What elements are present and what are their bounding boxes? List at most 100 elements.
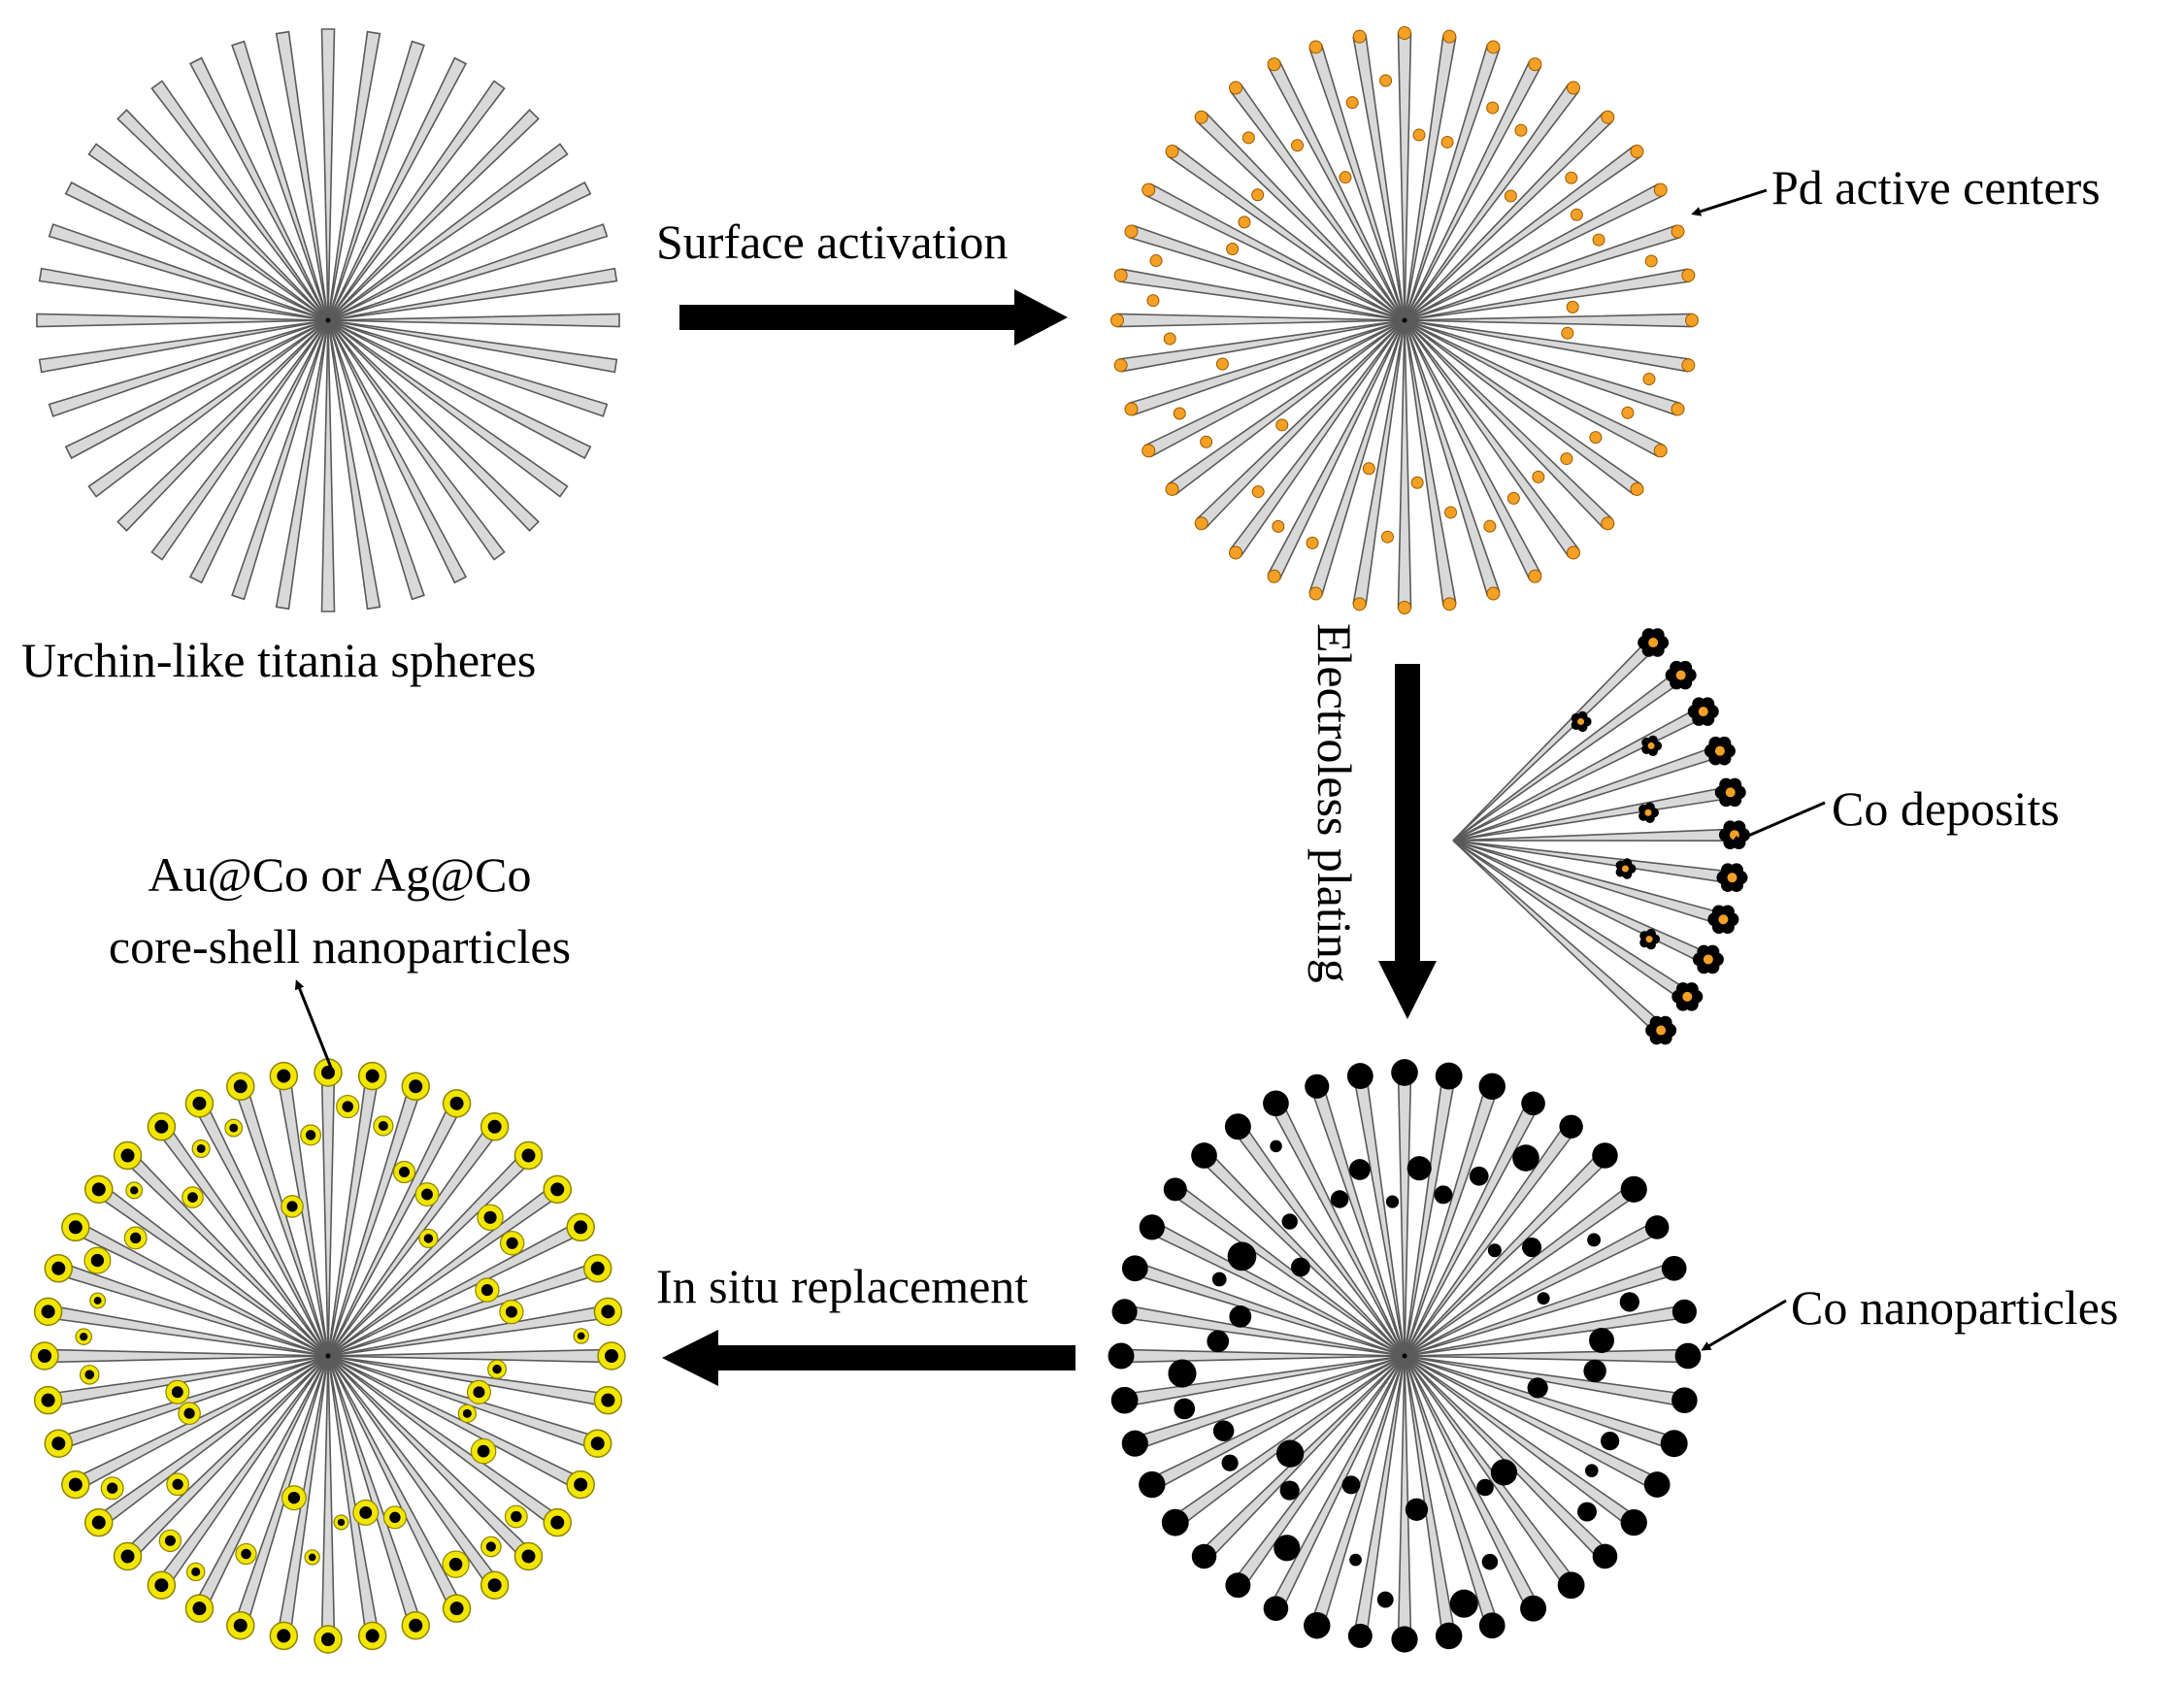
co-particle-icon — [1521, 1091, 1545, 1116]
co-particle-icon — [1225, 1572, 1251, 1599]
co-particle-icon — [1341, 1475, 1361, 1495]
titania-rod — [1404, 83, 1580, 321]
titania-rod — [38, 319, 329, 374]
pd-particle-icon — [1165, 481, 1179, 496]
co-core — [120, 1148, 135, 1163]
co-core — [409, 1079, 423, 1094]
pd-particle-icon — [1440, 135, 1454, 149]
pd-particle-icon — [1644, 254, 1658, 268]
co-particle-icon — [1449, 1589, 1478, 1618]
pd-particle-icon — [1291, 139, 1305, 152]
pointer-arrow-core-shell — [294, 979, 335, 1073]
pd-particle-icon — [1729, 830, 1739, 841]
co-core — [191, 1567, 201, 1577]
co-core — [41, 1304, 55, 1319]
pd-particle-icon — [1163, 332, 1176, 346]
pd-particle-icon — [1671, 402, 1685, 416]
co-core — [473, 1386, 485, 1399]
pd-particle-icon — [1647, 742, 1655, 749]
pd-particle-icon — [1194, 516, 1208, 531]
pd-particle-icon — [1251, 188, 1265, 202]
titania-rod — [327, 30, 381, 321]
co-core — [365, 1629, 380, 1643]
co-deposit-icon — [1615, 858, 1637, 879]
titania-rod — [327, 1121, 502, 1357]
titania-rod — [36, 313, 329, 328]
co-core — [480, 1284, 493, 1297]
pd-particle-icon — [1506, 491, 1520, 505]
co-deposit-icon — [1638, 802, 1659, 823]
pd-particle-icon — [1681, 358, 1696, 373]
pd-particle-icon — [1681, 268, 1696, 282]
co-core — [172, 1478, 183, 1490]
pd-particle-icon — [1200, 435, 1213, 448]
co-core — [483, 1210, 497, 1224]
pd-particle-icon — [1698, 707, 1708, 717]
pd-particle-icon — [1149, 254, 1163, 268]
co-core — [106, 1482, 118, 1494]
titania-rod — [327, 319, 468, 584]
titania-rod — [327, 319, 540, 532]
co-core — [574, 1477, 588, 1492]
titania-rod — [231, 319, 329, 601]
co-core — [241, 1548, 251, 1560]
co-particle-icon — [1330, 1190, 1349, 1208]
co-core — [154, 1119, 169, 1134]
co-core — [590, 1436, 605, 1451]
pd-particle-icon — [1685, 314, 1699, 327]
co-core — [93, 1297, 102, 1304]
titania-rod — [320, 1355, 336, 1640]
pd-particle-icon — [1173, 407, 1186, 420]
titania-rod — [327, 319, 618, 374]
label-core-shell-line2: core-shell nanoparticles — [108, 919, 572, 974]
titania-rod — [327, 109, 540, 321]
co-particle-icon — [1211, 1271, 1227, 1287]
titania-rod — [1404, 145, 1642, 321]
process-arrow-icon — [662, 1330, 1075, 1386]
co-core — [511, 1510, 522, 1523]
pd-particle-icon — [1275, 418, 1289, 432]
co-core — [601, 1393, 615, 1407]
pd-particle-icon — [1229, 81, 1243, 95]
co-particle-icon — [1478, 1612, 1506, 1639]
co-particle-icon — [1110, 1386, 1139, 1414]
co-particle-icon — [1557, 1571, 1585, 1600]
titania-rod — [275, 319, 329, 611]
sphere-core — [325, 1353, 331, 1359]
co-core — [485, 1541, 496, 1552]
titania-rod — [188, 319, 329, 584]
label-pd-centers: Pd active centers — [1771, 160, 2101, 215]
co-particle-icon — [1620, 1175, 1647, 1203]
co-core — [164, 1535, 176, 1546]
co-particle-icon — [1305, 1073, 1330, 1099]
co-particle-icon — [1644, 1215, 1670, 1239]
pd-particle-icon — [1528, 57, 1542, 72]
co-particle-icon — [1229, 1304, 1252, 1328]
co-particle-icon — [1587, 1233, 1602, 1247]
arrows-layer — [294, 188, 1826, 1386]
titania-rod — [327, 1182, 563, 1357]
titania-rod — [48, 319, 329, 417]
titania-rod — [1116, 313, 1406, 328]
co-deposit-icon — [1714, 777, 1746, 808]
co-particle-icon — [1522, 1238, 1542, 1258]
label-core-shell-line1: Au@Co or Ag@Co — [148, 847, 532, 902]
titania-rod — [327, 313, 620, 328]
co-particle-icon — [1121, 1255, 1148, 1282]
co-particle-icon — [1281, 1213, 1298, 1230]
co-particle-icon — [1168, 1359, 1197, 1388]
co-particle-icon — [1347, 1623, 1373, 1648]
co-core — [550, 1182, 565, 1197]
pd-particle-icon — [1410, 476, 1424, 489]
co-particle-icon — [1643, 1471, 1671, 1498]
co-particle-icon — [1391, 1626, 1418, 1653]
pointer-arrow-co-np — [1701, 1299, 1787, 1351]
titania-rod — [327, 319, 381, 611]
titania-rod — [1229, 319, 1406, 558]
pd-particle-icon — [1671, 224, 1685, 239]
pointer-arrow-co-deposits — [1730, 801, 1826, 844]
co-deposit-icon — [1707, 905, 1739, 935]
co-deposit-icon — [1671, 982, 1704, 1011]
pd-particle-icon — [1215, 357, 1229, 371]
